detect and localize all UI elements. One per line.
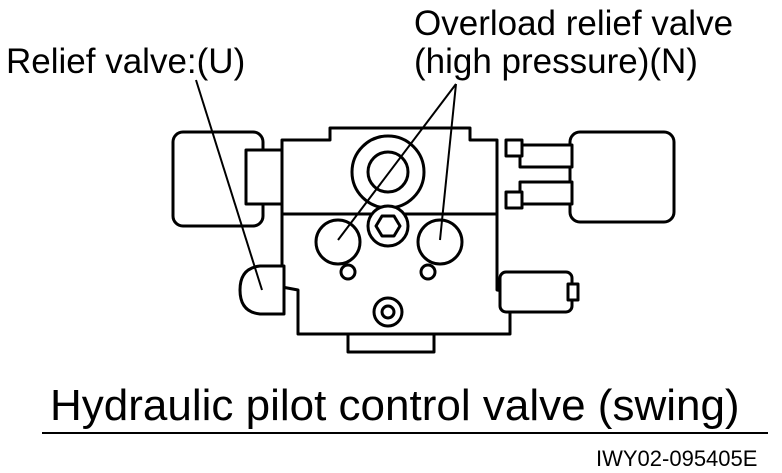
- left-actuator-band: [244, 148, 284, 206]
- overload-plug-right: [416, 218, 464, 266]
- right-cartridge: [498, 270, 574, 314]
- diagram-caption: Hydraulic pilot control valve (swing): [50, 381, 740, 430]
- overload-relief-valve-label-line1: Overload relief valve: [414, 4, 734, 43]
- right-connector-top: [518, 143, 574, 169]
- right-connector-bottom: [518, 180, 574, 206]
- right-stub-top: [504, 138, 524, 158]
- relief-valve-label: Relief valve:(U): [6, 42, 246, 81]
- bottom-port-inner: [380, 304, 396, 320]
- bottom-base: [346, 332, 436, 354]
- right-actuator: [568, 130, 676, 224]
- figure-code: IWY02-095405E: [596, 446, 758, 471]
- leader-overload-left: [337, 83, 457, 241]
- hex-plug: [374, 214, 402, 238]
- right-cartridge-cap: [566, 282, 580, 302]
- leader-relief-valve: [195, 79, 263, 291]
- leader-overload-right: [439, 83, 457, 241]
- center-boss-inner: [366, 150, 410, 194]
- right-stub-bottom: [504, 190, 524, 210]
- screw-right: [419, 263, 437, 281]
- overload-plug-left: [314, 218, 362, 266]
- overload-relief-valve-label-line2: (high pressure)(N): [414, 42, 698, 81]
- screw-left: [339, 263, 357, 281]
